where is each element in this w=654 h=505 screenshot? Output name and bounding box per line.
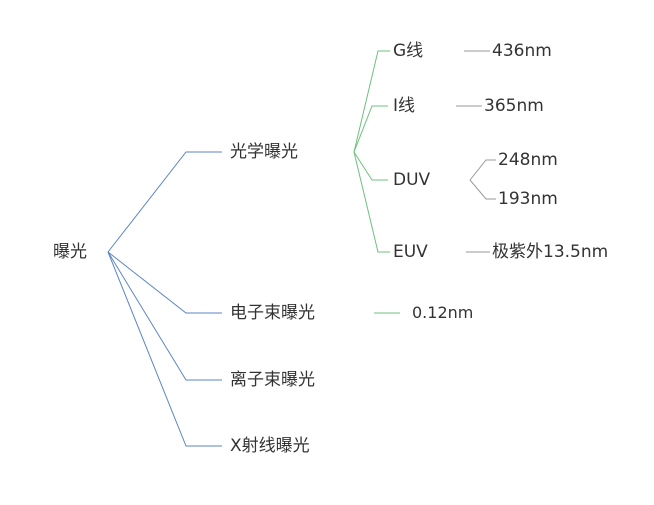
ebeam-resolution: 0.12nm — [412, 303, 474, 322]
connector-duv-248 — [469, 159, 496, 181]
optical-child-duv: DUV — [393, 170, 431, 190]
connector-optical-euv — [353, 151, 390, 253]
gline-wavelength: 436nm — [492, 41, 552, 61]
optical-child-iline: I线 — [393, 96, 416, 116]
euv-wavelength: 极紫外13.5nm — [492, 242, 609, 262]
branch-ebeam-exposure: 电子束曝光 — [230, 303, 315, 323]
root-node: 曝光 — [53, 242, 87, 262]
connector-optical-gline — [353, 50, 390, 153]
iline-wavelength: 365nm — [484, 96, 544, 116]
connector-optical-iline — [353, 105, 388, 153]
branch-optical-exposure: 光学曝光 — [230, 142, 298, 162]
duv-wavelength-193: 193nm — [498, 189, 558, 209]
connector-root-ionbeam — [107, 251, 222, 381]
branch-xray-exposure: X射线曝光 — [230, 436, 310, 456]
connector-root-ebeam — [107, 251, 222, 314]
optical-child-euv: EUV — [393, 242, 428, 262]
connector-duv-193 — [469, 179, 496, 200]
connector-root-xray — [107, 251, 222, 447]
optical-child-gline: G线 — [393, 41, 424, 61]
connector-root-optical — [107, 151, 222, 253]
branch-ionbeam-exposure: 离子束曝光 — [230, 370, 315, 390]
connector-optical-duv — [353, 151, 388, 181]
duv-wavelength-248: 248nm — [498, 150, 558, 170]
